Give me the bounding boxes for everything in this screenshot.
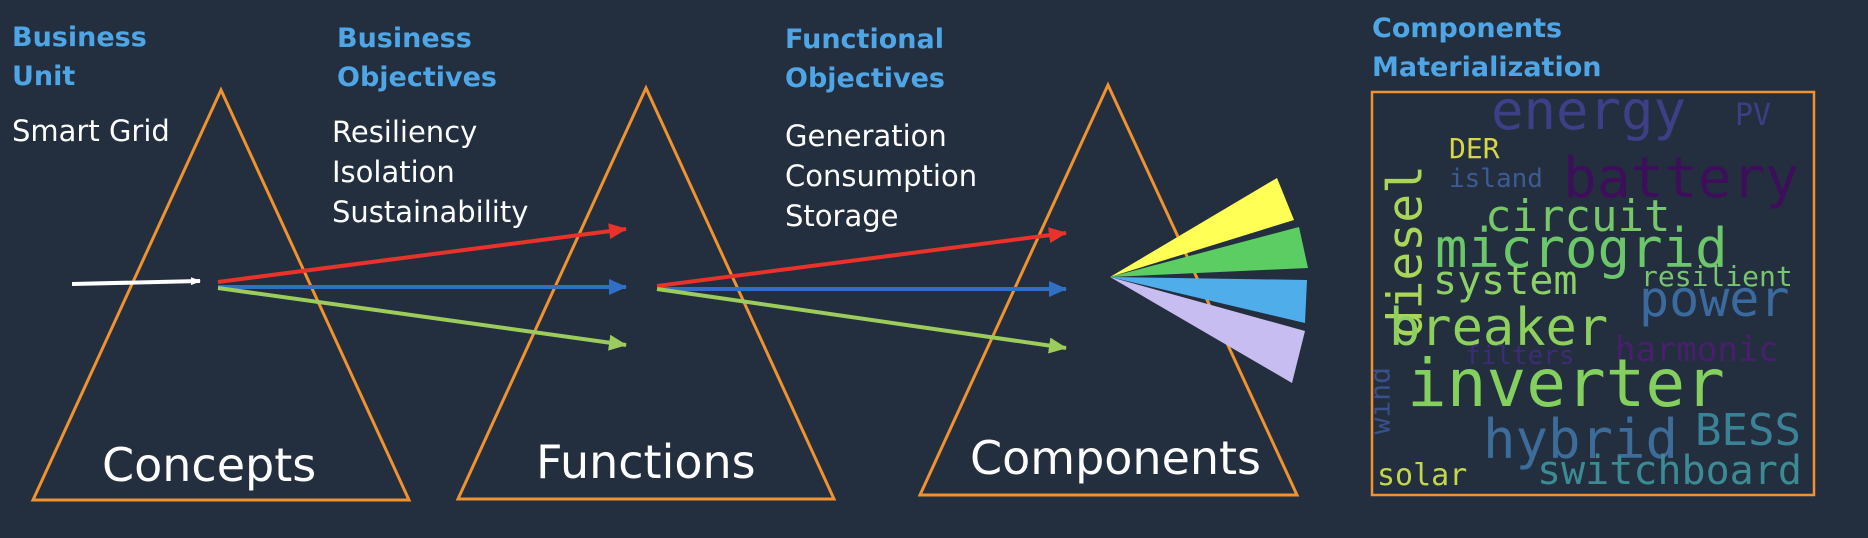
word-pv: PV [1735, 98, 1772, 133]
business-unit-list: Smart Grid [12, 111, 170, 151]
heading-line: Objectives [337, 62, 497, 93]
concepts-prism [30, 86, 412, 502]
heading-line: Business [337, 23, 472, 54]
beam-blue [1110, 277, 1307, 323]
word-hybrid: hybrid [1483, 408, 1679, 471]
functional-objectives-heading: Functional Objectives [785, 20, 945, 98]
list-item: Consumption [785, 159, 978, 193]
word-system: system [1433, 258, 1578, 304]
word-switchboard: switchboard [1537, 448, 1802, 494]
beam-lavender [1110, 277, 1305, 383]
list-item: Smart Grid [12, 114, 170, 148]
wordcloud-frame [1370, 90, 1816, 497]
stage-label-functions: Functions [536, 435, 756, 489]
word-filters: filters [1465, 341, 1575, 371]
heading-line: Materialization [1372, 52, 1602, 83]
list-item: Sustainability [332, 195, 529, 229]
green-arrow [217, 286, 627, 351]
beam-yellow [1110, 178, 1294, 277]
stage-label-concepts: Concepts [102, 438, 317, 492]
list-item: Isolation [332, 155, 455, 189]
word-solar: solar [1377, 458, 1468, 493]
business-objectives-list: Resiliency Isolation Sustainability [332, 112, 528, 232]
heading-line: Business [12, 22, 147, 53]
heading-line: Objectives [785, 63, 945, 94]
word-microgrid: microgrid [1435, 217, 1728, 280]
business-objectives-heading: Business Objectives [337, 19, 497, 97]
components-materialization-heading: Components Materialization [1372, 9, 1601, 87]
word-energy: energy [1491, 93, 1687, 142]
word-breaker: breaker [1389, 298, 1609, 358]
word-power: power [1639, 270, 1790, 328]
heading-line: Unit [12, 61, 76, 92]
beam-green [1110, 227, 1308, 277]
word-island: island [1449, 164, 1543, 194]
functions-prism [455, 84, 837, 501]
red-arrow [217, 223, 627, 284]
arrow-right-icon [71, 277, 201, 286]
word-der: DER [1449, 132, 1500, 165]
word-inverter: inverter [1407, 345, 1725, 422]
heading-line: Functional [785, 24, 944, 55]
stage-label-components: Components [970, 431, 1262, 485]
light-spectrum-icon [1110, 178, 1308, 383]
list-item: Generation [785, 119, 947, 153]
business-unit-heading: Business Unit [12, 18, 147, 96]
word-circuit: circuit [1485, 191, 1671, 242]
wordcloud: energy PV diesel DER island battery circ… [1373, 93, 1813, 494]
word-bess: BESS [1695, 405, 1801, 456]
red-arrow [656, 227, 1067, 288]
green-arrow [656, 287, 1067, 354]
word-harmonic: harmonic [1615, 330, 1779, 370]
word-battery: battery [1563, 146, 1800, 211]
list-item: Resiliency [332, 115, 478, 149]
heading-line: Components [1372, 13, 1563, 44]
functional-objectives-list: Generation Consumption Storage [785, 116, 977, 236]
list-item: Storage [785, 199, 899, 233]
word-wind: wind [1373, 367, 1397, 435]
word-resilient: resilient [1641, 260, 1793, 293]
